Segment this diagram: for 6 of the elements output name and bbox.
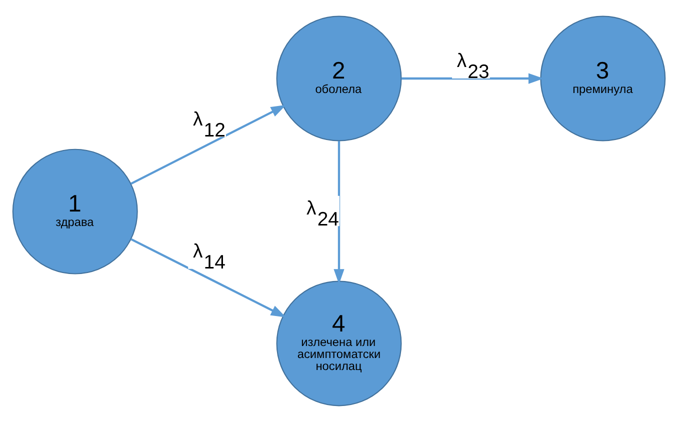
node-circle: 4 излечена или асимптоматски носилац (276, 280, 402, 406)
arrow (401, 72, 544, 84)
node-circle: 1 здрава (12, 148, 138, 274)
arrow (334, 140, 344, 284)
node-circle: 3 преминула (540, 15, 666, 141)
node-circle: 2 оболела (276, 15, 402, 141)
